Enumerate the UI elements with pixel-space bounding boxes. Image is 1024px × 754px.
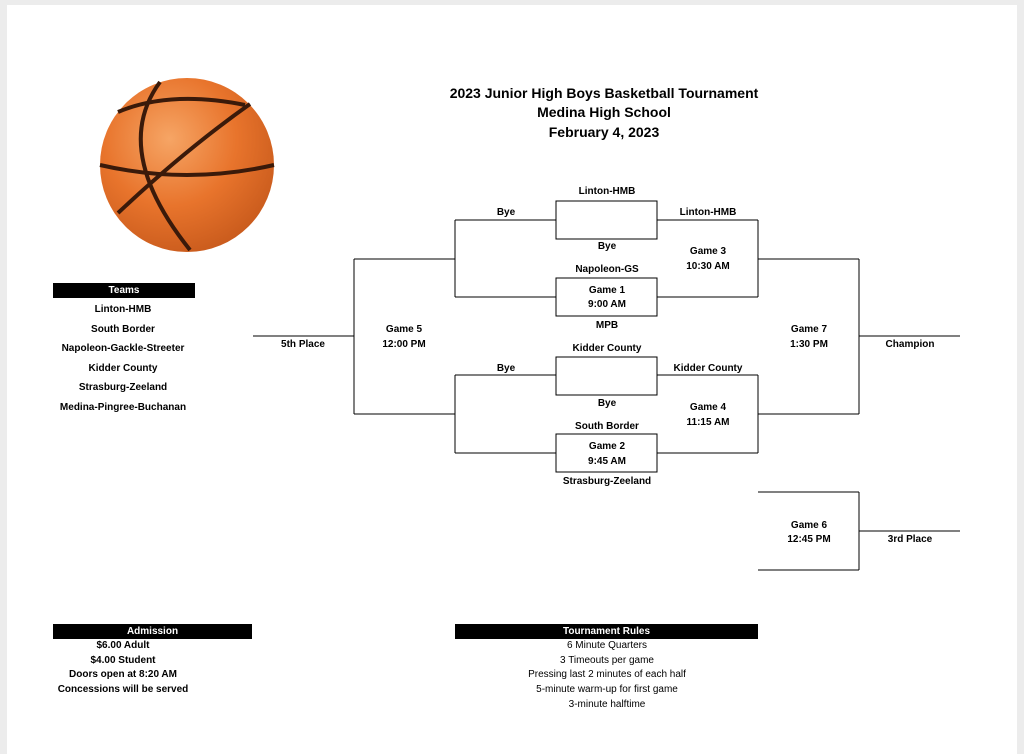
game1-name: Game 1 — [588, 285, 626, 296]
rule-line: 5-minute warm-up for first game — [536, 684, 678, 695]
game1-time: 9:00 AM — [588, 299, 626, 310]
date-title: February 4, 2023 — [548, 124, 660, 140]
game2-team3: South Border — [575, 421, 639, 432]
team-item: Strasburg-Zeeland — [78, 382, 168, 393]
game5-name: Game 5 — [385, 324, 423, 335]
admission-line: Doors open at 8:20 AM — [69, 669, 177, 680]
team-item: Linton-HMB — [94, 304, 152, 315]
game2-team4: Strasburg-Zeeland — [562, 476, 652, 487]
rule-line: 6 Minute Quarters — [566, 640, 648, 651]
game1-team-bottom: Bye — [597, 241, 617, 252]
game3-time: 10:30 AM — [686, 261, 730, 272]
game2-name: Game 2 — [588, 441, 626, 452]
game2-time: 9:45 AM — [588, 456, 626, 467]
admission-line: $6.00 Adult — [96, 640, 150, 651]
team-item: Napoleon-Gackle-Streeter — [61, 343, 185, 354]
team-item: Kidder County — [88, 363, 158, 374]
bye-top-label: Bye — [496, 207, 516, 218]
team-item: Medina-Pingree-Buchanan — [59, 402, 187, 413]
team-item: South Border — [91, 324, 155, 335]
third-place-label: 3rd Place — [887, 534, 933, 545]
tournament-title: 2023 Junior High Boys Basketball Tournam… — [449, 85, 759, 101]
admission-line: Concessions will be served — [57, 684, 189, 695]
game1-team4: MPB — [595, 320, 619, 331]
game6-name: Game 6 — [790, 520, 828, 531]
fifth-place-label: 5th Place — [281, 339, 325, 350]
champion-label: Champion — [885, 339, 935, 350]
game6-time: 12:45 PM — [787, 534, 831, 545]
game4-time: 11:15 AM — [686, 417, 730, 428]
game3-name: Game 3 — [689, 246, 727, 257]
teams-heading: Teams — [53, 283, 195, 298]
game7-time: 1:30 PM — [790, 339, 828, 350]
rules-heading: Tournament Rules — [455, 624, 758, 639]
admission-heading: Admission — [53, 624, 252, 639]
game2-team-bottom: Bye — [597, 398, 617, 409]
bye-bottom-label: Bye — [496, 363, 516, 374]
venue-title: Medina High School — [537, 104, 671, 120]
game1-team3: Napoleon-GS — [575, 264, 639, 275]
rule-line: Pressing last 2 minutes of each half — [528, 669, 686, 680]
game4-winner-label: Kidder County — [673, 363, 743, 374]
rule-line: 3-minute halftime — [568, 699, 646, 710]
rule-line: 3 Timeouts per game — [560, 655, 654, 666]
game4-name: Game 4 — [689, 402, 727, 413]
game5-time: 12:00 PM — [382, 339, 426, 350]
game7-name: Game 7 — [790, 324, 828, 335]
admission-line: $4.00 Student — [90, 655, 156, 666]
game3-winner-label: Linton-HMB — [679, 207, 737, 218]
game1-team-top: Linton-HMB — [578, 186, 636, 197]
game2-team-top: Kidder County — [572, 343, 642, 354]
